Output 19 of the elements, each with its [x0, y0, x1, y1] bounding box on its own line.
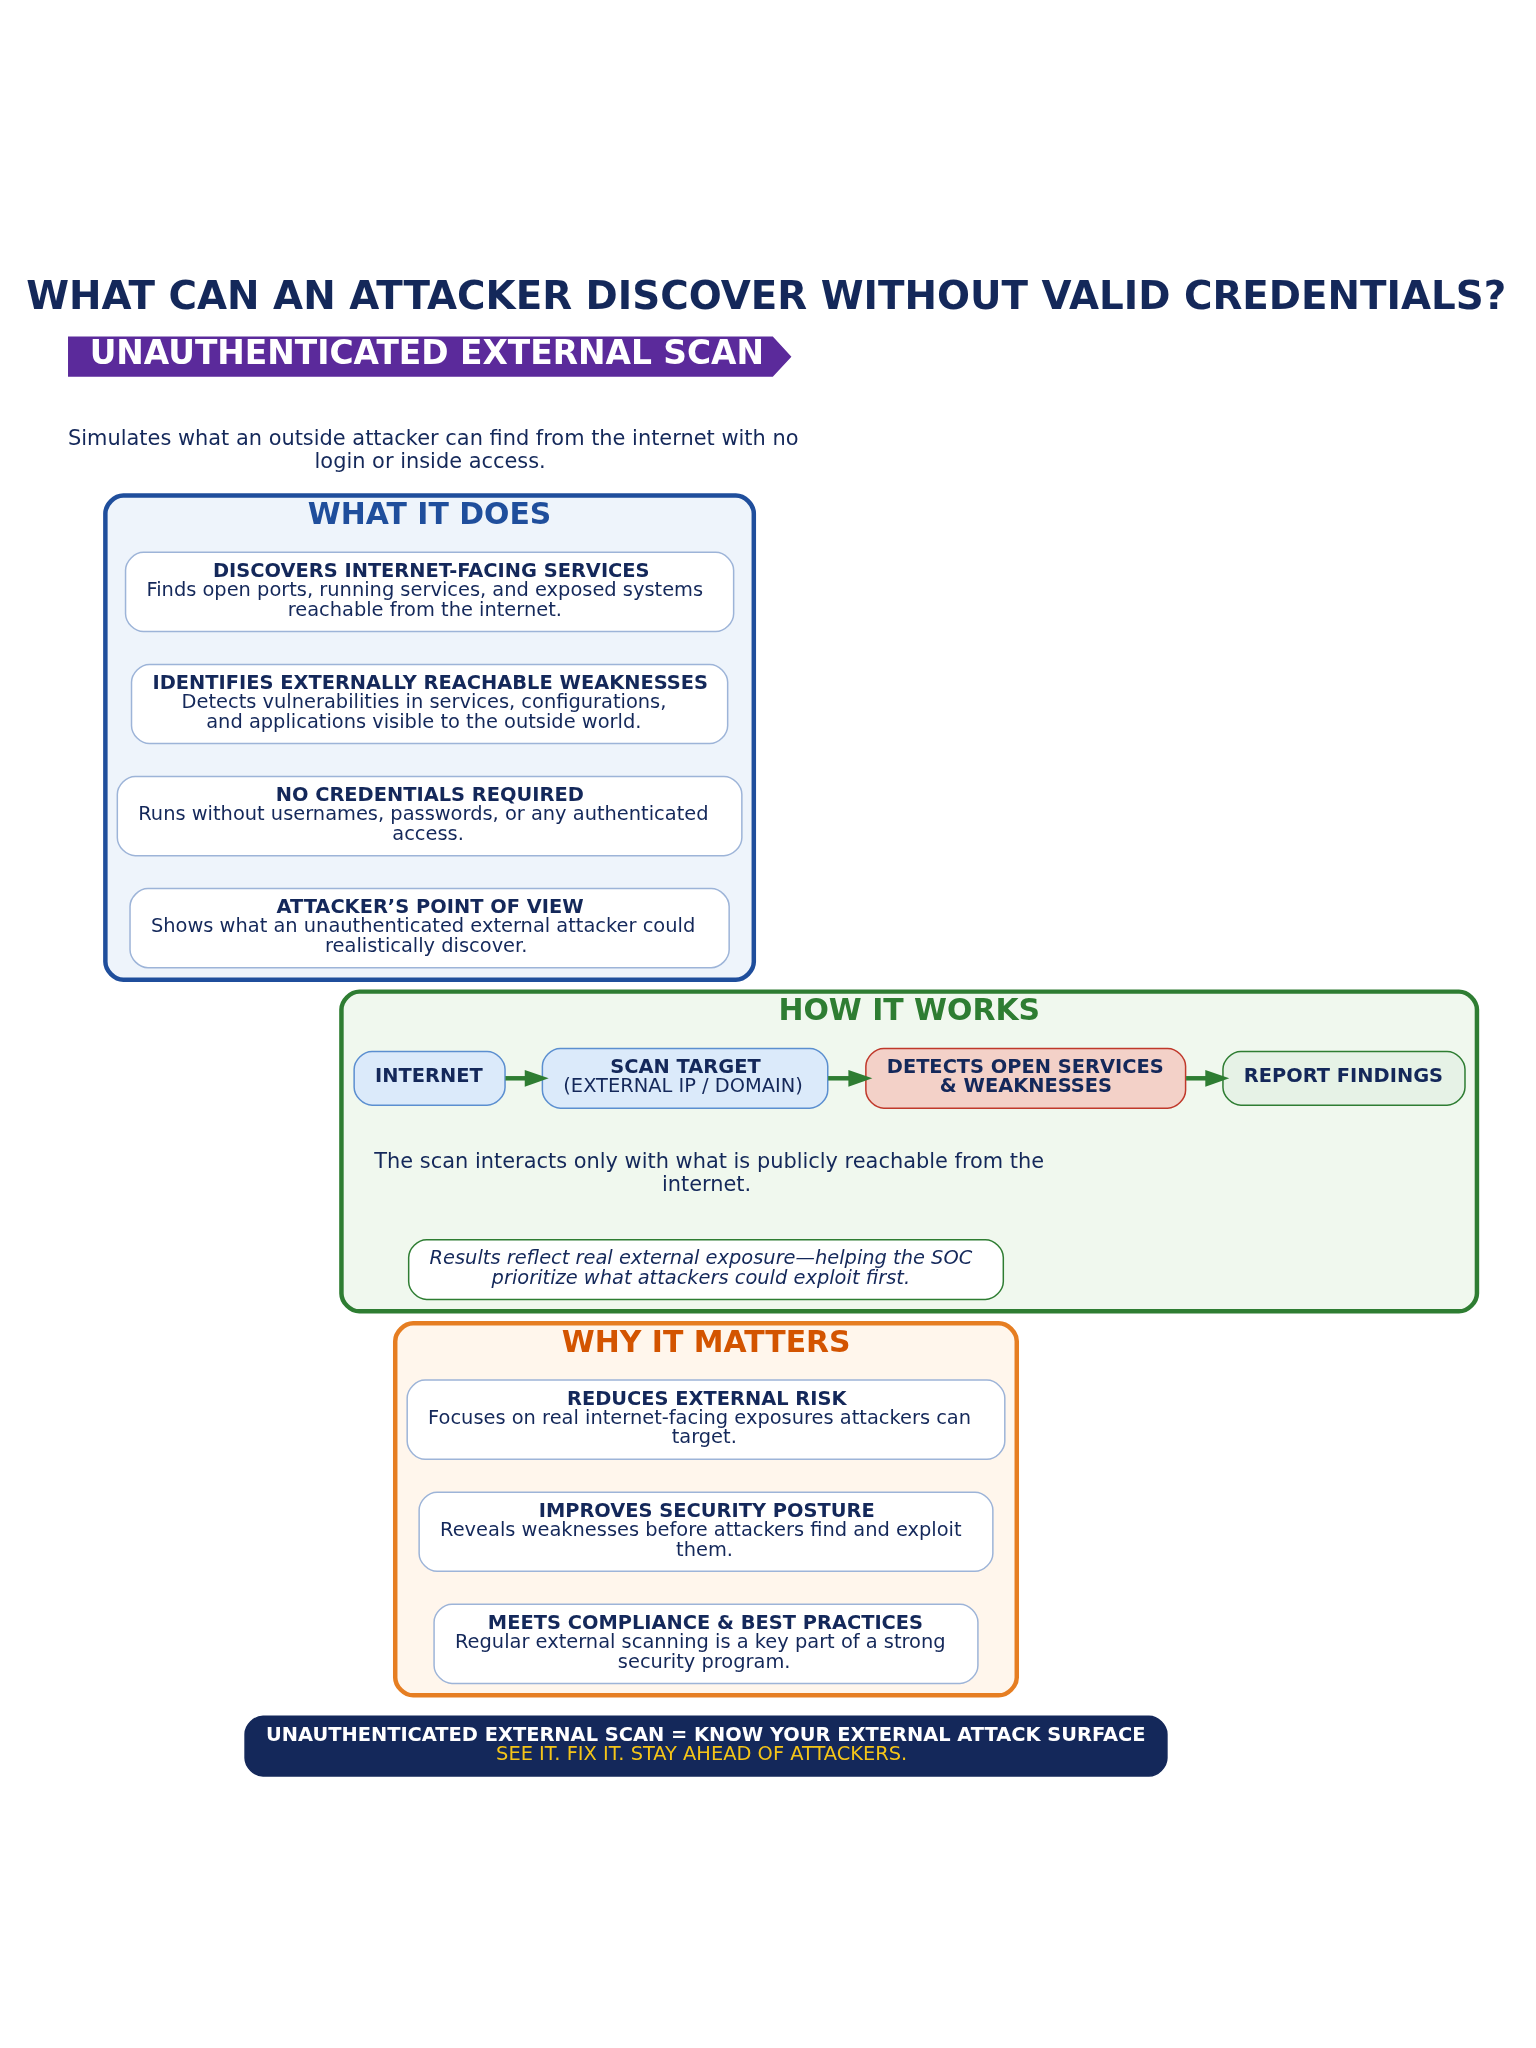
arrow [505, 1069, 549, 1087]
node-box: ATTACKER’S POINT OF VIEW Shows what an unauthenticated external attacker could realistically discover. [129, 887, 730, 968]
node-box: UNAUTHENTICATED EXTERNAL SCAN = KNOW YOUR EXTERNAL ATTACK SURFACE SEE IT. FIX IT. STAY AHEAD OF ATTACKERS. [244, 1715, 1168, 1777]
node-box: IDENTIFIES EXTERNALLY REACHABLE WEAKNESSES Detects vulnerabilities in services, configurations, and applications visible to the outside world. [130, 663, 729, 744]
label: The scan interacts only with what is publicly reachable from the internet. [374, 1148, 1045, 1196]
node-box: DETECTS OPEN SERVICES & WEAKNESSES [865, 1047, 1187, 1109]
arrow [1186, 1069, 1230, 1087]
node-box: Results reflect real external exposure—helping the SOC prioritize what attackers could exploit first. [407, 1238, 1005, 1300]
node-box: SCAN TARGET (EXTERNAL IP / DOMAIN) [541, 1047, 829, 1109]
label: Simulates what an outside attacker can find from the internet with no login or inside access. [68, 425, 799, 473]
node-box: MEETS COMPLIANCE & BEST PRACTICES Regular external scanning is a key part of a strong security program. [433, 1602, 979, 1684]
diagram-title: WHAT CAN AN ATTACKER DISCOVER WITHOUT VALID CREDENTIALS? [26, 272, 1507, 318]
node-box: IMPROVES SECURITY POSTURE Reveals weaknesses before attackers find and exploit them. [418, 1490, 994, 1572]
node-box: REPORT FINDINGS [1222, 1050, 1466, 1106]
node-box: INTERNET [353, 1050, 506, 1106]
node-box: NO CREDENTIALS REQUIRED Runs without usernames, passwords, or any authenticated access. [116, 775, 743, 856]
node-box: REDUCES EXTERNAL RISK Focuses on real internet-facing exposures attackers can target. [406, 1378, 1006, 1460]
node-box: DISCOVERS INTERNET-FACING SERVICES Finds open ports, running services, and exposed systems reachable from the internet. [124, 551, 735, 632]
arrow [828, 1069, 873, 1087]
